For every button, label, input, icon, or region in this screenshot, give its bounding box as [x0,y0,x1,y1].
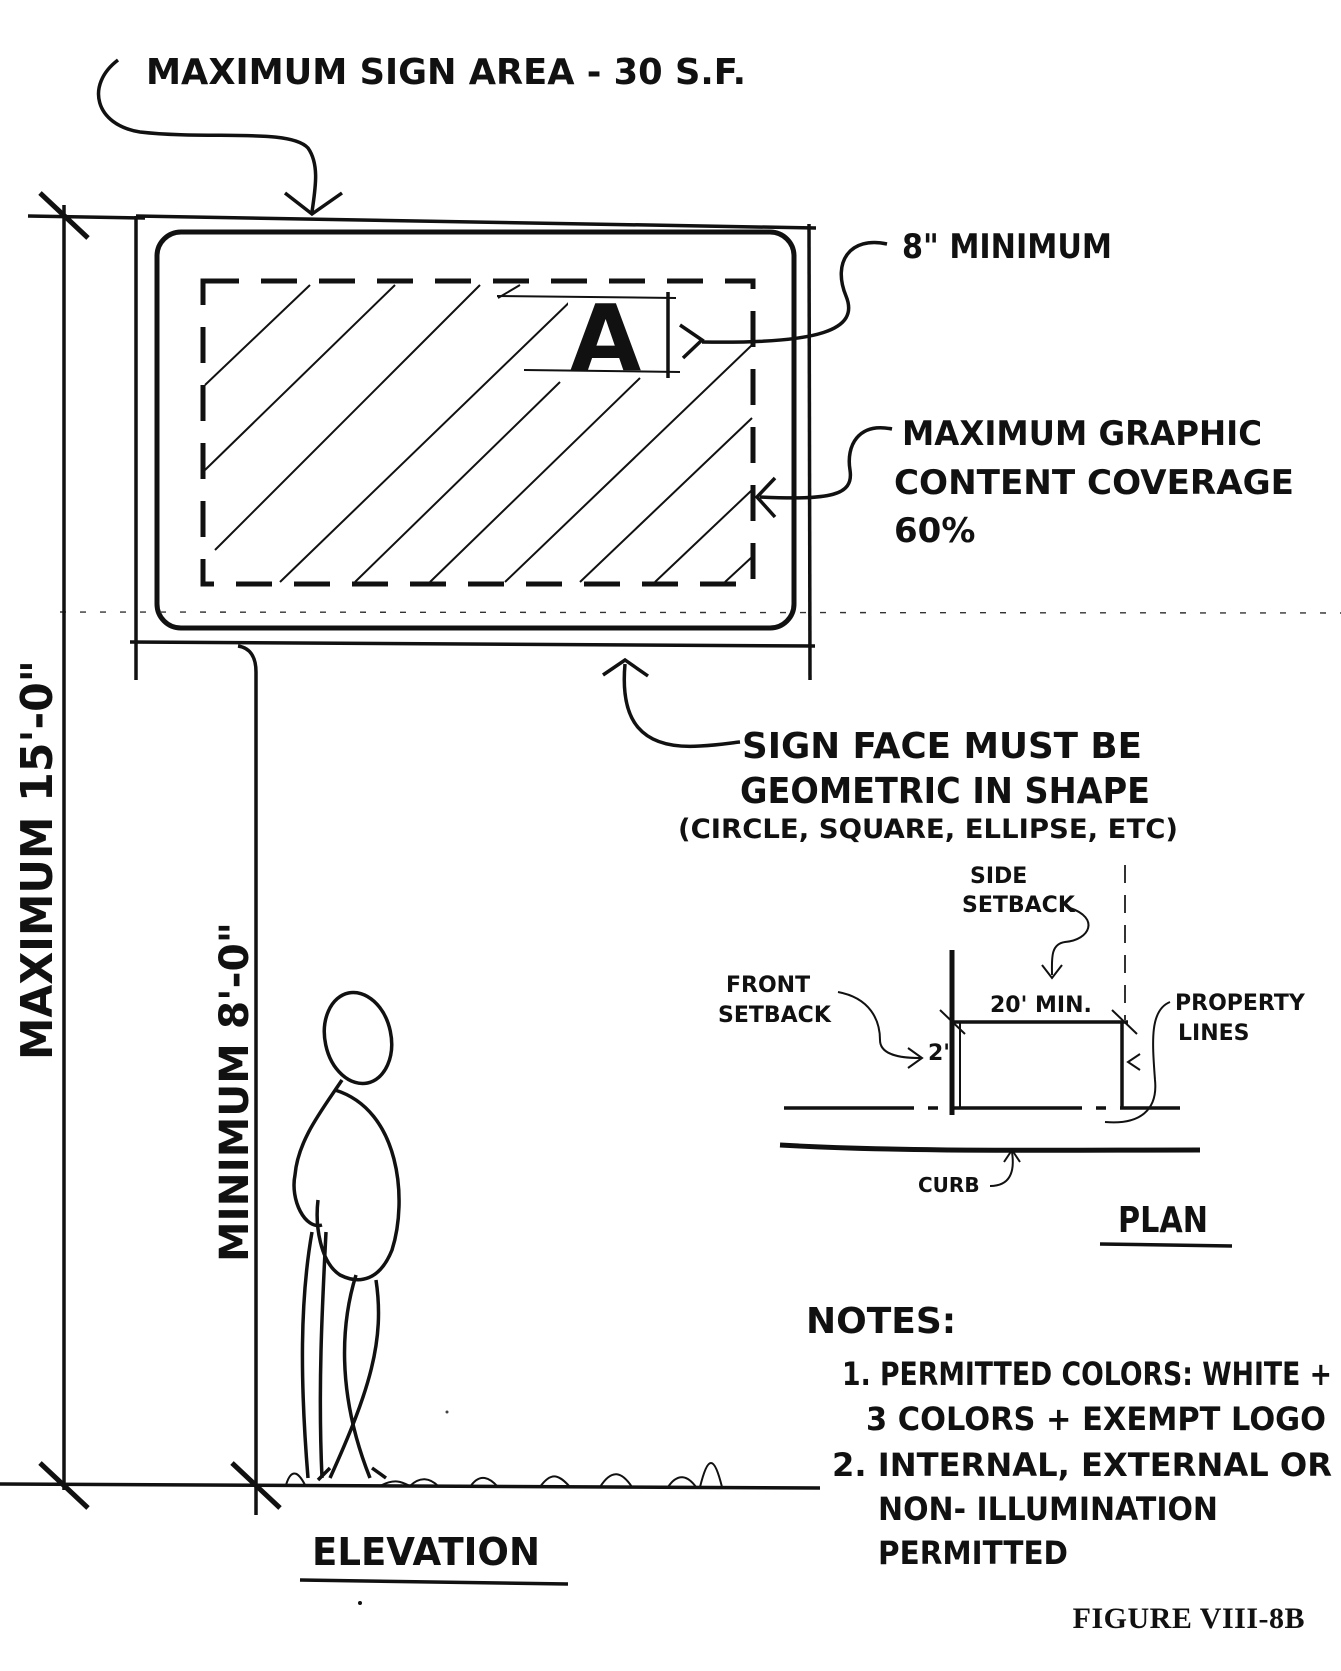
property-lines-line-2: LINES [1178,1021,1250,1046]
min-clearance-dimension: MINIMUM 8'-0" [212,644,282,1515]
graphic-coverage-line-3: 60% [894,511,975,551]
note-2-line-3: PERMITTED [878,1534,1068,1572]
graphic-content-zone [200,278,756,587]
front-setback-line-2: SETBACK [718,1003,832,1028]
sign-face-shape-line-3: (CIRCLE, SQUARE, ELLIPSE, ETC) [678,814,1178,845]
graphic-coverage-callout: MAXIMUM GRAPHIC CONTENT COVERAGE 60% [754,414,1294,551]
side-setback-line-2: SETBACK [962,893,1076,918]
max-height-label: MAXIMUM 15'-0" [12,660,63,1060]
note-2-line-1: 2. INTERNAL, EXTERNAL OR [832,1446,1332,1484]
min-clearance-label: MINIMUM 8'-0" [212,922,258,1262]
graphic-coverage-line-2: CONTENT COVERAGE [894,463,1294,503]
sign-face-shape-line-2: GEOMETRIC IN SHAPE [740,771,1150,812]
plan-label: PLAN [1118,1200,1208,1241]
sign-face-shape-line-1: SIGN FACE MUST BE [742,726,1142,767]
sign-face [154,229,797,631]
max-sign-area-callout: MAXIMUM SIGN AREA - 30 S.F. [96,52,746,217]
note-2-line-2: NON- ILLUMINATION [878,1490,1218,1528]
curb-label: CURB [918,1173,980,1197]
coverage-hatching [204,284,753,583]
letter-sample: A [570,285,641,392]
max-sign-area-label: MAXIMUM SIGN AREA - 30 S.F. [146,52,746,93]
front-setback-line-1: FRONT [726,973,810,998]
front-dimension-label: 2' [928,1041,950,1066]
notes-block: NOTES: 1. PERMITTED COLORS: WHITE + 3 CO… [806,1301,1332,1572]
elevation-label: ELEVATION [312,1530,540,1574]
property-lines-line-1: PROPERTY [1175,991,1306,1016]
sign-face-shape-callout: SIGN FACE MUST BE GEOMETRIC IN SHAPE (CI… [602,657,1178,845]
graphic-coverage-line-1: MAXIMUM GRAPHIC [902,414,1262,454]
notes-heading: NOTES: [806,1301,956,1342]
figure-caption: FIGURE VIII-8B [1072,1602,1305,1635]
elevation-title: ELEVATION [299,1530,569,1586]
letter-min-callout: 8" MINIMUM [701,227,1112,344]
side-setback-line-1: SIDE [970,864,1027,889]
note-1-line-1: 1. PERMITTED COLORS: WHITE + [842,1355,1332,1393]
letter-min-label: 8" MINIMUM [902,227,1112,267]
ground-grass [285,1462,723,1488]
letter-backing [568,288,654,370]
note-1-line-2: 3 COLORS + EXEMPT LOGO [866,1400,1326,1438]
plan-diagram: SIDE SETBACK 20' MIN. FRONT SETBACK 2' P… [718,864,1306,1248]
human-figure [292,990,401,1482]
sign-panel: A [129,214,817,681]
max-height-dimension: MAXIMUM 15'-0" [0,191,821,1510]
guide-line [59,611,1341,614]
side-dimension-label: 20' MIN. [990,993,1092,1018]
